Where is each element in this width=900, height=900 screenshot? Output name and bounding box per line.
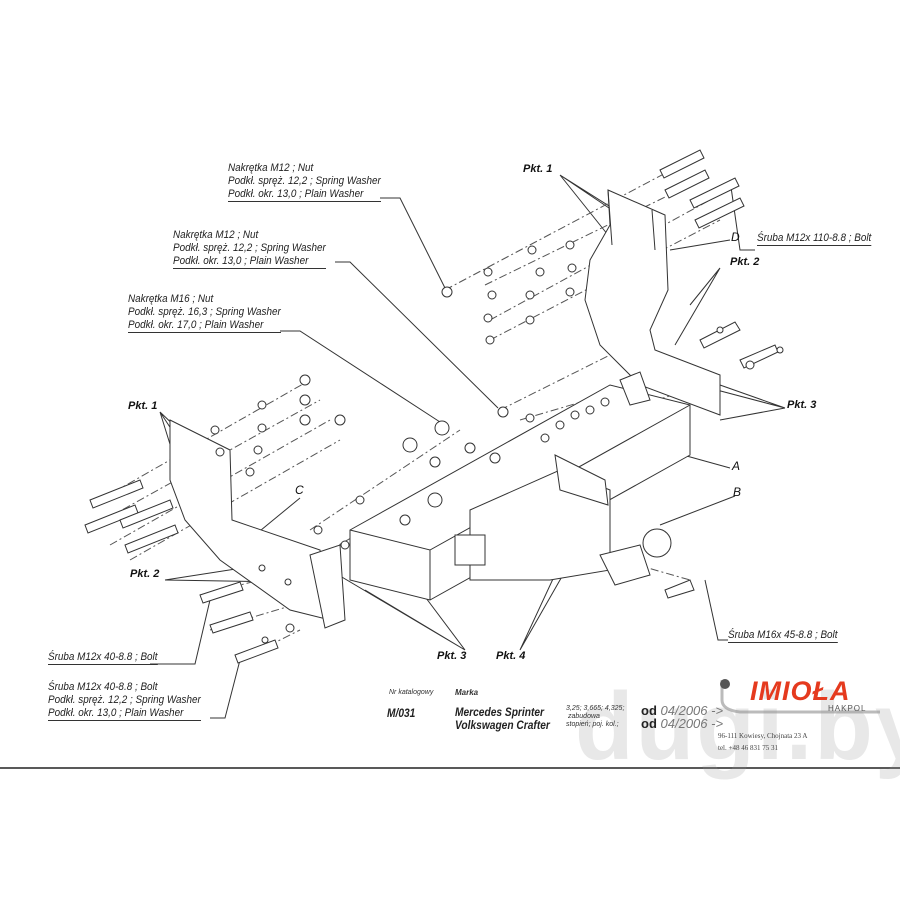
from-prefix: od [641, 703, 657, 718]
point-label: Pkt. 4 [496, 650, 526, 662]
leader-line [329, 569, 466, 651]
callout-nut-m12-b: Nakrętka M12 ; Nut Podkł. spręż. 12,2 ; … [173, 229, 326, 269]
spec-note: stopień; poj. kol.; [566, 721, 619, 728]
point-label: Pkt. 1 [523, 163, 553, 175]
date-range: od 04/2006 -> [641, 716, 723, 731]
catalog-number: M/031 [387, 706, 416, 720]
callout-line: Śruba M12x 40-8.8 ; Bolt [48, 681, 158, 693]
callout-bolt-m16x45: Śruba M16x 45-8.8 ; Bolt [728, 629, 838, 643]
leader-line [254, 497, 301, 536]
watermark: dugi.by [575, 673, 900, 780]
part-label-c: C [295, 483, 304, 497]
point-label: Pkt. 3 [437, 650, 467, 662]
brand-sub: HAKPOL [828, 704, 867, 713]
point-label: Pkt. 2 [130, 568, 160, 580]
make-label: Marka [455, 688, 479, 697]
callout-line: Podkł. okr. 13,0 ; Plain Washer [228, 188, 364, 200]
vehicle: Volkswagen Crafter [455, 718, 550, 732]
callout-nut-m16: Nakrętka M16 ; Nut Podkł. spręż. 16,3 ; … [128, 293, 281, 333]
spec-note: 3,25; 3,665; 4,325; [566, 705, 625, 712]
point-label: Pkt. 1 [128, 400, 158, 412]
part-label-b: B [733, 485, 742, 499]
callout-bolt-m12x110: Śruba M12x 110-8.8 ; Bolt [757, 232, 872, 246]
point-label: Pkt. 3 [787, 399, 817, 411]
date: 04/2006 -> [660, 703, 724, 718]
callout-line: Nakrętka M12 ; Nut [173, 229, 259, 241]
vehicle: Mercedes Sprinter [455, 705, 545, 719]
callout-line: Podkł. spręż. 12,2 ; Spring Washer [228, 175, 381, 187]
leader-line [674, 267, 721, 346]
from-prefix: od [641, 716, 657, 731]
callout-line: Podkł. okr. 17,0 ; Plain Washer [128, 319, 264, 331]
leader-line [335, 261, 499, 409]
callout-line: Nakrętka M12 ; Nut [228, 162, 314, 174]
spec-note: zabudowa [568, 713, 600, 720]
callout-line: Podkł. spręż. 16,3 ; Spring Washer [128, 306, 281, 318]
callout-bolt-m12x40-set: Śruba M12x 40-8.8 ; Bolt Podkł. spręż. 1… [48, 681, 201, 721]
callout-line: Podkł. okr. 13,0 ; Plain Washer [173, 255, 309, 267]
leader-line [210, 659, 241, 719]
point-label: Pkt. 2 [730, 256, 760, 268]
date-range: od 04/2006 -> [641, 703, 723, 718]
brand-logo: IMIOŁA [750, 676, 851, 706]
leader-line [704, 579, 728, 641]
callout-nut-m12-a: Nakrętka M12 ; Nut Podkł. spręż. 12,2 ; … [228, 162, 381, 202]
callout-line: Podkł. spręż. 12,2 ; Spring Washer [173, 242, 326, 254]
catalog-label: Nr katalogowy [389, 689, 434, 696]
part-label-d: D [731, 230, 740, 244]
leader-line [150, 599, 211, 665]
leader-line [280, 330, 441, 423]
leader-line [659, 495, 736, 526]
phone: tel. +48 46 831 75 31 [718, 744, 778, 752]
callout-line: Nakrętka M16 ; Nut [128, 293, 214, 305]
leader-line [380, 197, 446, 289]
leader-line [669, 239, 731, 251]
part-label-a: A [732, 459, 741, 473]
callout-line: Podkł. okr. 13,0 ; Plain Washer [48, 707, 184, 719]
address: 96-111 Kowiesy, Chojnata 23 A [718, 732, 808, 740]
callout-line: Podkł. spręż. 12,2 ; Spring Washer [48, 694, 201, 706]
callout-bolt-m12x40: Śruba M12x 40-8.8 ; Bolt [48, 651, 158, 665]
date: 04/2006 -> [660, 716, 724, 731]
